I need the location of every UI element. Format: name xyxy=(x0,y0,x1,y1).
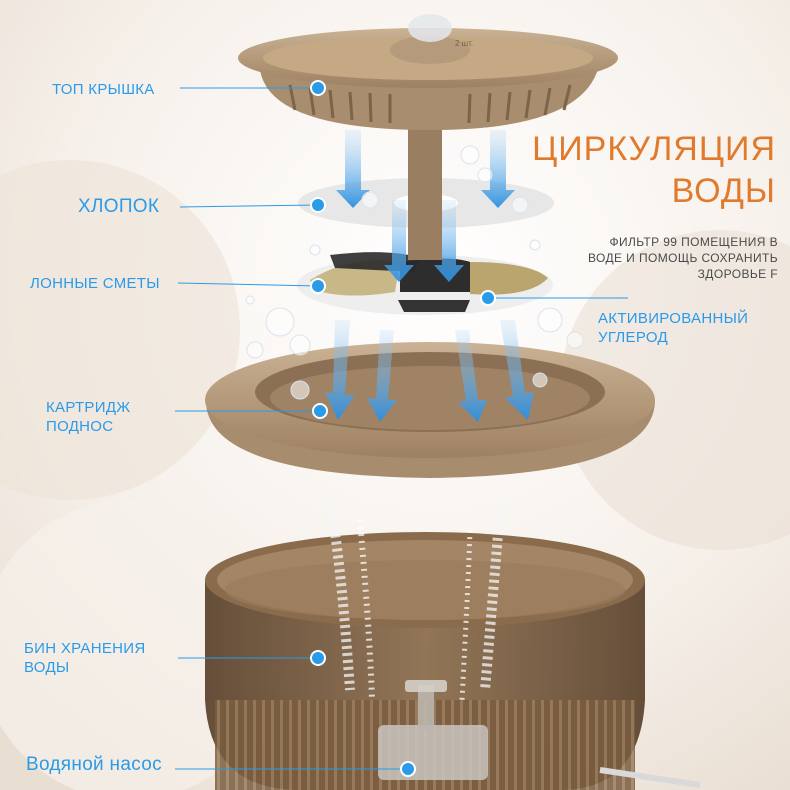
callout-dots xyxy=(310,80,496,777)
label-cotton: ХЛОПОК xyxy=(78,196,160,217)
filter-description: ФИЛЬТР 99 ПОМЕЩЕНИЯ В ВОДЕ И ПОМОЩЬ СОХР… xyxy=(588,235,778,281)
top-lid: 2 шт. xyxy=(238,14,618,260)
headline-title: ЦИРКУЛЯЦИЯ ВОДЫ xyxy=(532,130,776,210)
label-ion-resin: ЛОННЫЕ СМЕТЫ xyxy=(30,275,160,292)
label-cartridge-tray: КАРТРИДЖ ПОДНОС xyxy=(46,399,131,435)
label-top-lid: ТОП КРЫШКА xyxy=(52,81,155,98)
label-activated-carbon: АКТИВИРОВАННЫЙ УГЛЕРОД xyxy=(598,310,749,346)
bg-orb-left xyxy=(0,160,240,500)
water-bubbles xyxy=(245,145,584,400)
water-jets xyxy=(325,499,505,701)
lid-marking-text: 2 шт. xyxy=(455,39,473,48)
label-water-pump: Водяной насос xyxy=(26,754,162,775)
flow-arrows xyxy=(325,130,534,422)
bg-orb-right xyxy=(560,230,790,550)
cartridge-tray xyxy=(205,342,655,478)
callout-leaders xyxy=(175,87,628,770)
label-storage-bin: БИН ХРАНЕНИЯ ВОДЫ xyxy=(24,640,146,676)
